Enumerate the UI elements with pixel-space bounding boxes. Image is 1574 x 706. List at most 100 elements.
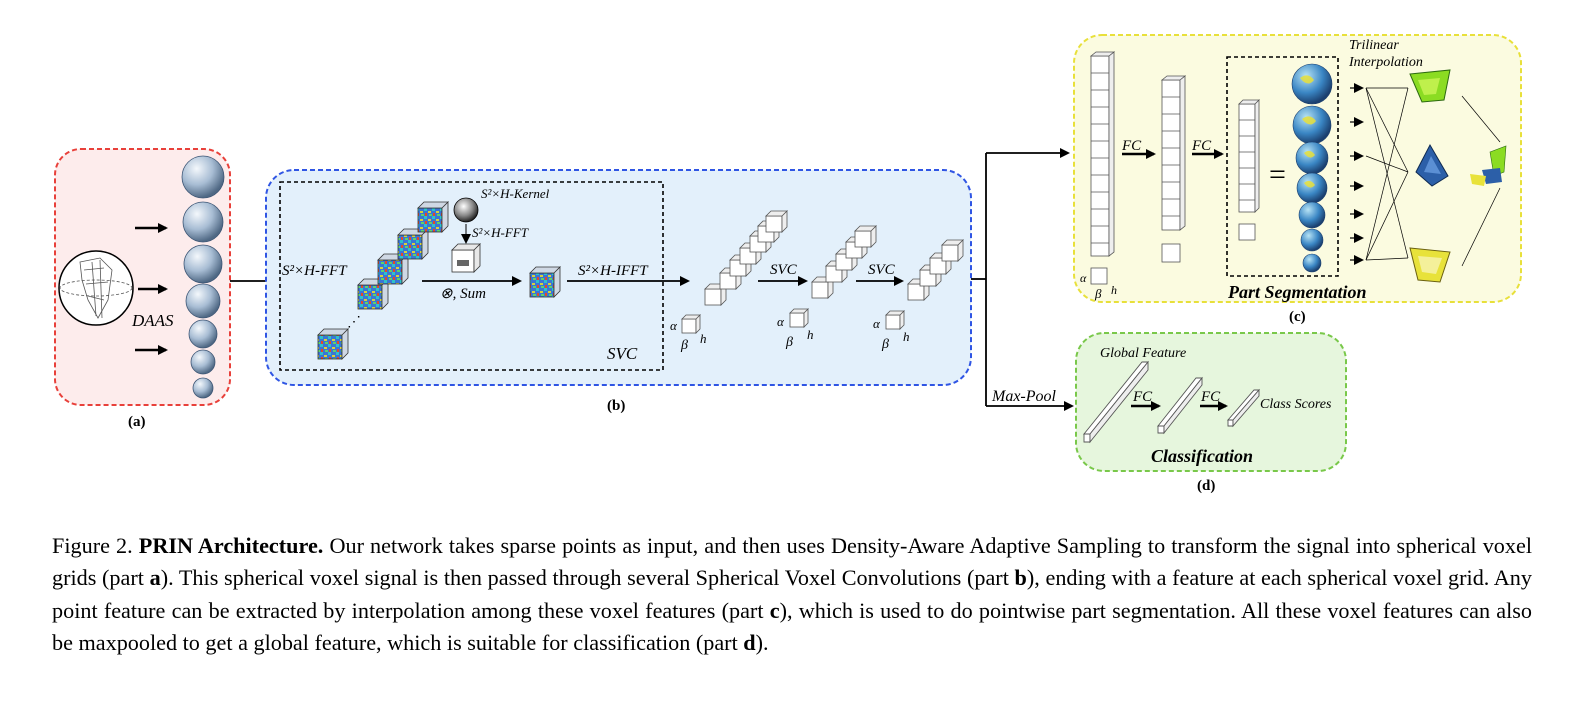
caption-text-3: ), ending with a feature at each spheric… [52, 565, 1532, 623]
panel-b-label: (b) [607, 398, 625, 414]
alpha-label: α [873, 316, 881, 331]
input-pointcloud-icon [58, 250, 134, 326]
globe-icon [1292, 105, 1332, 145]
caption-text-2: ). This spherical voxel signal is then p… [160, 565, 1015, 591]
sphere-icon [183, 244, 223, 284]
heatmap-cube [317, 328, 349, 360]
kernel-sphere-icon [453, 197, 479, 223]
beta-label: β [680, 338, 688, 353]
panel-a-label: (a) [128, 414, 146, 430]
sphere-icon [185, 283, 221, 319]
class-scores-bar [1227, 388, 1260, 428]
caption-part-d: d [743, 630, 756, 656]
kernel-label: S²×H-Kernel [481, 186, 550, 201]
pointcloud-sketch [59, 257, 133, 319]
trilinear-label-1: Trilinear [1349, 38, 1399, 53]
panel-c-frame [1073, 34, 1522, 303]
segment-yellow-icon [1409, 247, 1451, 283]
fc-label-2: FC [1191, 138, 1212, 154]
heatmap-cube [417, 201, 449, 233]
branch-connectors [971, 148, 1074, 411]
global-feature-bar [1083, 360, 1149, 444]
feature-column-3 [1238, 99, 1260, 241]
caption-text-4: ), which is used to do pointwise part se… [52, 597, 1532, 656]
caption-part-c: c [769, 597, 780, 623]
svc-block-frame [279, 181, 664, 371]
feature-maps-stack: ⋰ [317, 201, 449, 360]
segment-blue-icon [1415, 143, 1449, 187]
class-scores-label: Class Scores [1260, 397, 1332, 412]
alpha-label: α [777, 314, 785, 329]
merge-lines [1461, 95, 1501, 267]
globe-highlights [1300, 75, 1316, 188]
segment-green-icon [1409, 69, 1451, 103]
alpha-label: α [670, 318, 678, 333]
result-heatmap-cube [529, 266, 561, 298]
beta-label: β [1094, 286, 1102, 301]
voxel-feature-frame [1226, 56, 1339, 277]
kernel-fft-label: S²×H-FFT [472, 225, 529, 240]
h-label: h [1111, 283, 1117, 297]
svc-label-1: SVC [770, 262, 798, 278]
globe-icon [1296, 172, 1328, 204]
sphere-icon [181, 155, 225, 199]
caption-title: PRIN Architecture. [138, 533, 324, 558]
fc-label-d2: FC [1200, 389, 1221, 405]
ellipsis: ⋰ [347, 315, 361, 330]
svc-label-2: SVC [868, 262, 896, 278]
maxpool-label: Max-Pool [991, 388, 1057, 405]
h-label: h [807, 327, 814, 342]
voxel-stack-1 [681, 210, 788, 334]
arrows-daas [135, 223, 168, 355]
sum-label: ⊗, Sum [440, 286, 486, 302]
equals-sign: = [1269, 158, 1286, 191]
h-label: h [903, 329, 910, 344]
panel-c: α β h FC FC = [1073, 34, 1522, 325]
panel-d: Global Feature FC FC Class Scores Classi… [1075, 332, 1347, 494]
beta-label: β [785, 335, 793, 350]
sphere-icon [188, 319, 218, 349]
globe-icon [1302, 253, 1322, 273]
heatmap-cube [397, 228, 429, 260]
panel-d-label: (d) [1197, 478, 1215, 494]
panel-d-title: Classification [1151, 446, 1253, 466]
caption-text-1: Our network takes sparse points as input… [52, 533, 1532, 591]
feature-column-2 [1160, 75, 1187, 263]
panel-a: DAAS (a) [54, 148, 231, 430]
globe-icon [1298, 201, 1326, 229]
caption-part-b: b [1014, 565, 1027, 591]
kernel-cube-icon [451, 243, 481, 273]
fc-label-d1: FC [1132, 389, 1153, 405]
daas-label: DAAS [131, 311, 174, 330]
figure-caption: Figure 2. PRIN Architecture. Our network… [52, 530, 1532, 660]
ifft-label: S²×H-IFFT [578, 263, 649, 279]
voxel-stack-2 [789, 225, 877, 328]
feature-column-1 [1089, 51, 1116, 285]
earth-sphere-stack [1291, 63, 1333, 273]
beta-label: β [881, 337, 889, 352]
panel-c-label: (c) [1289, 309, 1306, 325]
svc-inner-label: SVC [607, 344, 638, 363]
caption-text-5: ). [755, 630, 769, 656]
fft-label: S²×H-FFT [282, 263, 348, 279]
sphere-icon [192, 377, 214, 399]
sphere-icon [182, 201, 224, 243]
architecture-figure: DAAS (a) ⋰ S²×H-FFT S²×H-Kernel [54, 34, 1522, 494]
globe-icon [1295, 141, 1329, 175]
fc-label-1: FC [1121, 138, 1142, 154]
alpha-label: α [1080, 271, 1087, 285]
trilinear-label-2: Interpolation [1348, 55, 1423, 70]
voxel-stack-3 [885, 239, 964, 330]
spherical-voxel-stack [181, 155, 225, 399]
global-feature-label: Global Feature [1100, 346, 1186, 361]
caption-figure-number: Figure 2. [52, 533, 133, 558]
panel-b: ⋰ S²×H-FFT S²×H-Kernel S²×H-FFT ⊗, Sum S… [265, 169, 972, 414]
globe-icon [1300, 228, 1324, 252]
interpolation-lines [1365, 87, 1409, 261]
fc-feature-bar [1157, 376, 1203, 435]
h-label: h [700, 331, 707, 346]
interpolation-arrows [1350, 83, 1364, 265]
panel-c-title: Part Segmentation [1227, 282, 1367, 302]
globe-icon [1291, 63, 1333, 105]
sphere-icon [190, 349, 216, 375]
